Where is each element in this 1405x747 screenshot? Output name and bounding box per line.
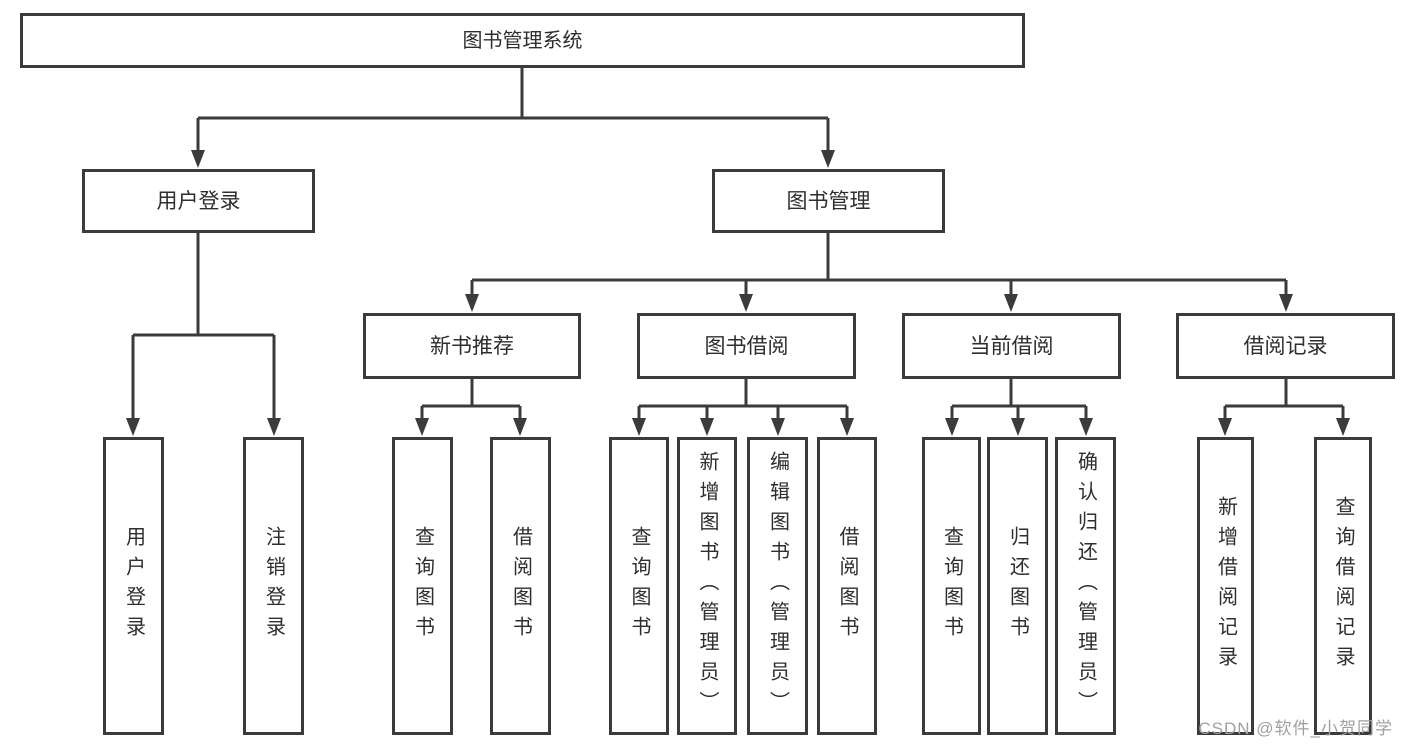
node-library-management-system: 图书管理系统 [20,13,1025,68]
connector-root [196,66,830,152]
node-return-book: 归还图书 [987,437,1048,735]
node-book-borrowing: 图书借阅 [637,313,856,379]
node-query-borrow-record: 查询借阅记录 [1314,437,1372,735]
node-borrowing-records: 借阅记录 [1176,313,1395,379]
node-query-books-recommend: 查询图书 [392,437,453,735]
node-add-borrow-record: 新增借阅记录 [1197,437,1254,735]
node-new-book-recommendation: 新书推荐 [363,313,581,379]
node-user-login: 用户登录 [82,169,315,233]
node-book-management: 图书管理 [712,169,945,233]
node-query-books-borrowing: 查询图书 [609,437,669,735]
connector-borrow-records [1223,379,1345,420]
node-add-book-admin: 新增图书（管理员） [677,437,737,735]
node-user-login-leaf: 用户登录 [103,437,164,735]
connector-book-management [470,233,1288,296]
node-borrow-books-recommend: 借阅图书 [490,437,551,735]
connector-new-book [420,379,522,420]
node-edit-book-admin: 编辑图书（管理员） [747,437,808,735]
csdn-watermark: CSDN @软件_小贺同学 [1198,719,1393,738]
node-borrow-books: 借阅图书 [817,437,877,735]
connector-book-borrow [637,379,849,420]
node-current-borrowing: 当前借阅 [902,313,1121,379]
node-query-books-current: 查询图书 [922,437,981,735]
node-confirm-return-admin: 确认归还（管理员） [1055,437,1116,735]
connector-user-login [131,233,276,420]
node-logout: 注销登录 [243,437,304,735]
connector-current-borrow [950,379,1088,420]
